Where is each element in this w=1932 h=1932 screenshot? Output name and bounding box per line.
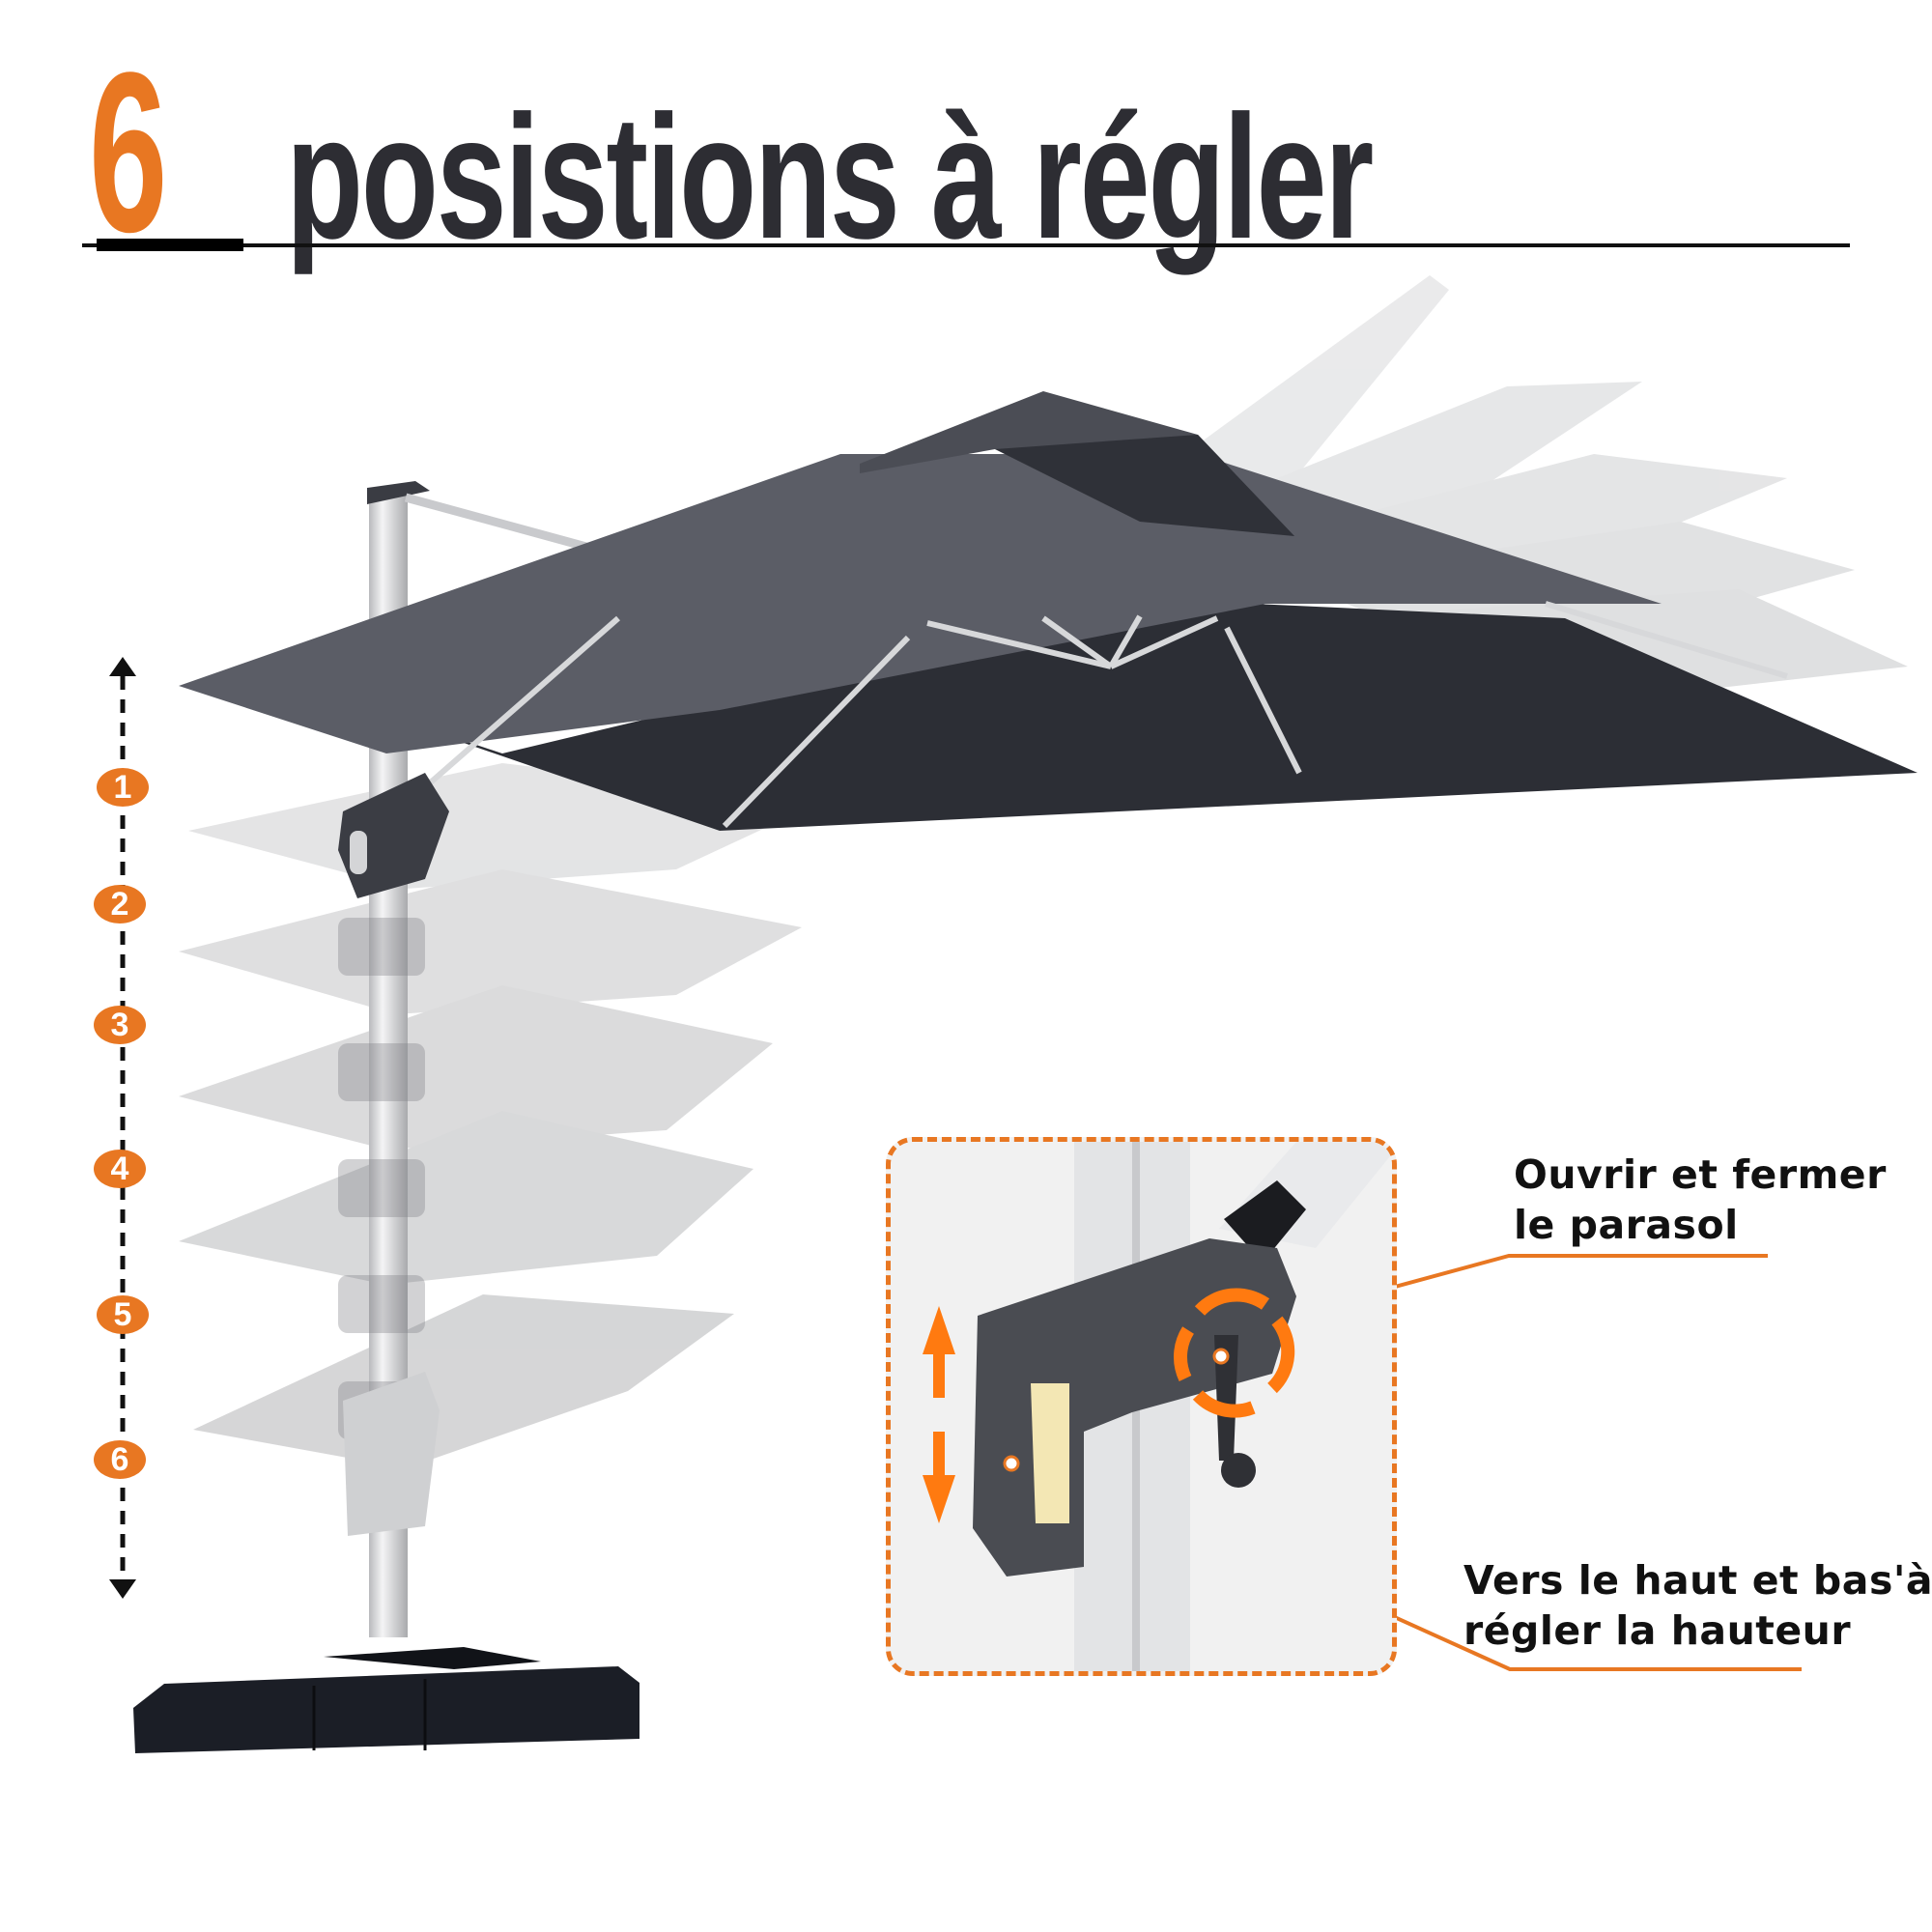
label-height-adjust: Vers le haut et bas'à régler la hauteur — [1463, 1555, 1932, 1656]
label-height-adjust-line2: régler la hauteur — [1463, 1607, 1852, 1654]
position-marker-2: 2 — [94, 885, 146, 923]
position-marker-4: 4 — [94, 1150, 146, 1188]
page-title: posistions à régler — [286, 78, 1374, 275]
label-open-close: Ouvrir et fermer le parasol — [1514, 1150, 1887, 1250]
position-marker-3: 3 — [94, 1006, 146, 1044]
ghost-canopies-left — [179, 763, 821, 1468]
canopy-ribs — [423, 601, 1788, 829]
position-marker-5: 5 — [97, 1295, 149, 1334]
up-down-arrows-icon — [923, 1306, 955, 1523]
height-range-arrow — [109, 657, 136, 1599]
label-open-close-line2: le parasol — [1514, 1202, 1739, 1248]
crank-handle-detail — [923, 1142, 1392, 1671]
canopy-underside — [242, 599, 1918, 831]
title-accent-bar — [97, 239, 243, 251]
weighted-base — [133, 1647, 639, 1753]
title-divider — [82, 243, 1850, 247]
position-marker-1: 1 — [97, 768, 149, 807]
position-marker-6: 6 — [94, 1440, 146, 1479]
label-height-adjust-line1: Vers le haut et bas'à — [1463, 1557, 1932, 1604]
rotate-arrows-icon — [1173, 1288, 1295, 1418]
title-number: 6 — [89, 25, 167, 280]
detail-callout-box — [886, 1137, 1397, 1676]
label-open-close-line1: Ouvrir et fermer — [1514, 1151, 1887, 1198]
